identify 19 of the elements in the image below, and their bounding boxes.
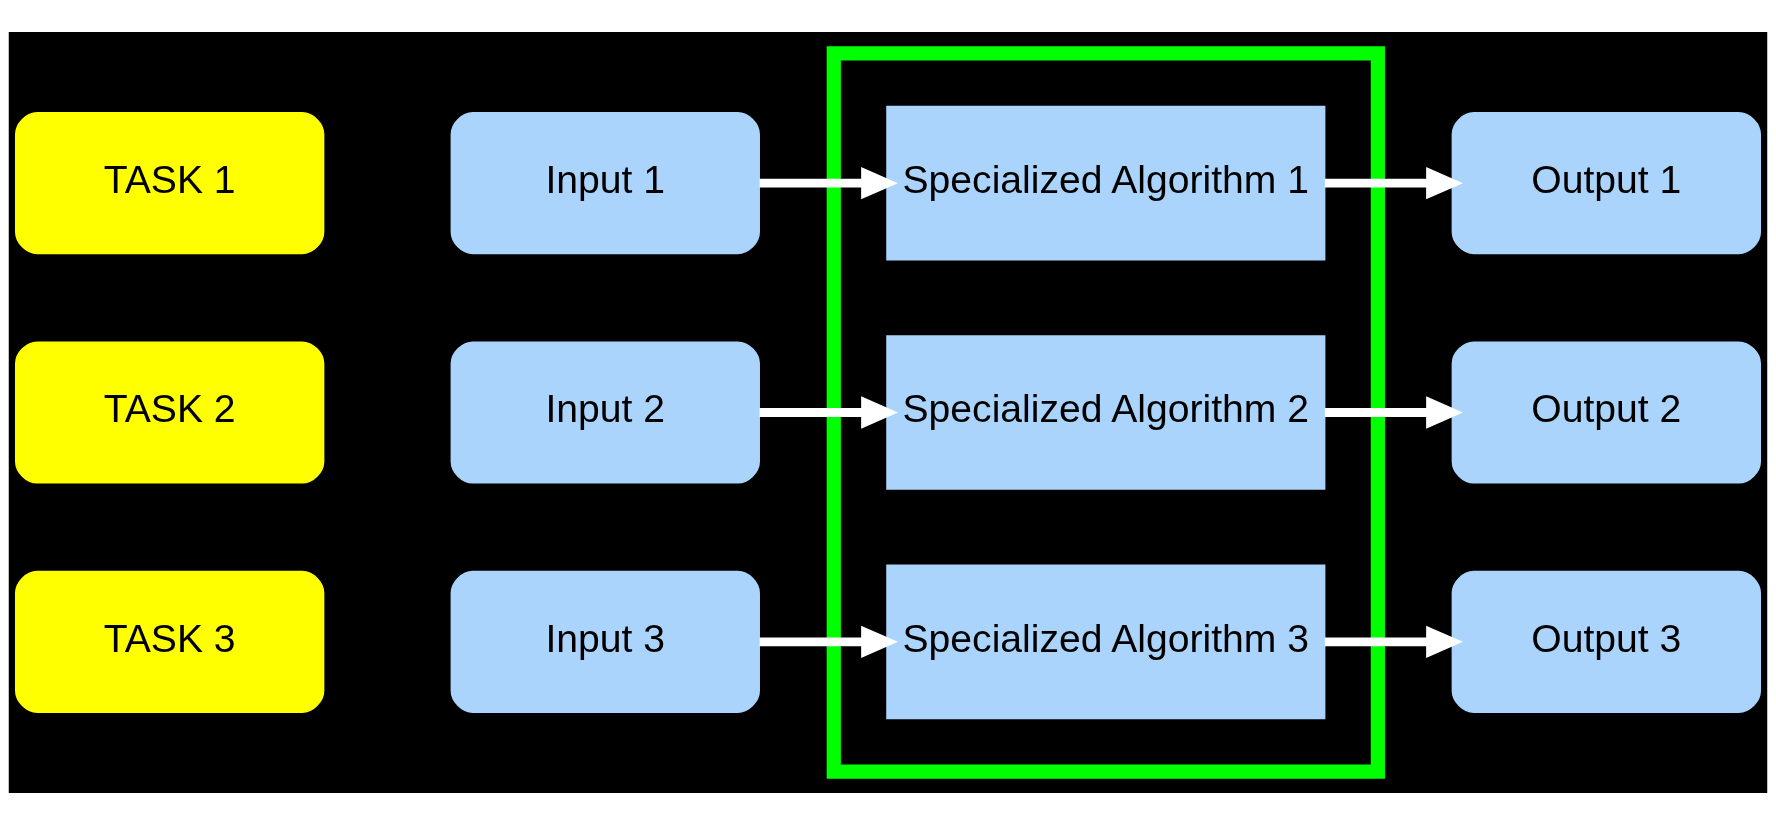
node-box: Input 3 [450, 570, 760, 713]
node-box: Output 1 [1451, 112, 1762, 255]
arrow [1324, 396, 1463, 429]
cluster [826, 46, 1385, 779]
arrow [759, 396, 898, 429]
node-box: Specialized Algorithm 3 [886, 564, 1326, 720]
node-box: Input 1 [450, 112, 760, 255]
node-box: Specialized Algorithm 1 [886, 105, 1326, 261]
arrow [759, 167, 898, 200]
arrow [1324, 167, 1463, 200]
node-box: Input 2 [450, 341, 760, 484]
node-box: Output 2 [1451, 341, 1762, 484]
node-box: TASK 3 [14, 570, 325, 713]
node-box: Specialized Algorithm 2 [886, 335, 1326, 490]
node-box: Output 3 [1451, 570, 1762, 713]
node-box: TASK 1 [14, 112, 325, 255]
node-box: TASK 2 [14, 341, 325, 484]
arrow [1324, 625, 1463, 658]
arrow [759, 625, 898, 658]
